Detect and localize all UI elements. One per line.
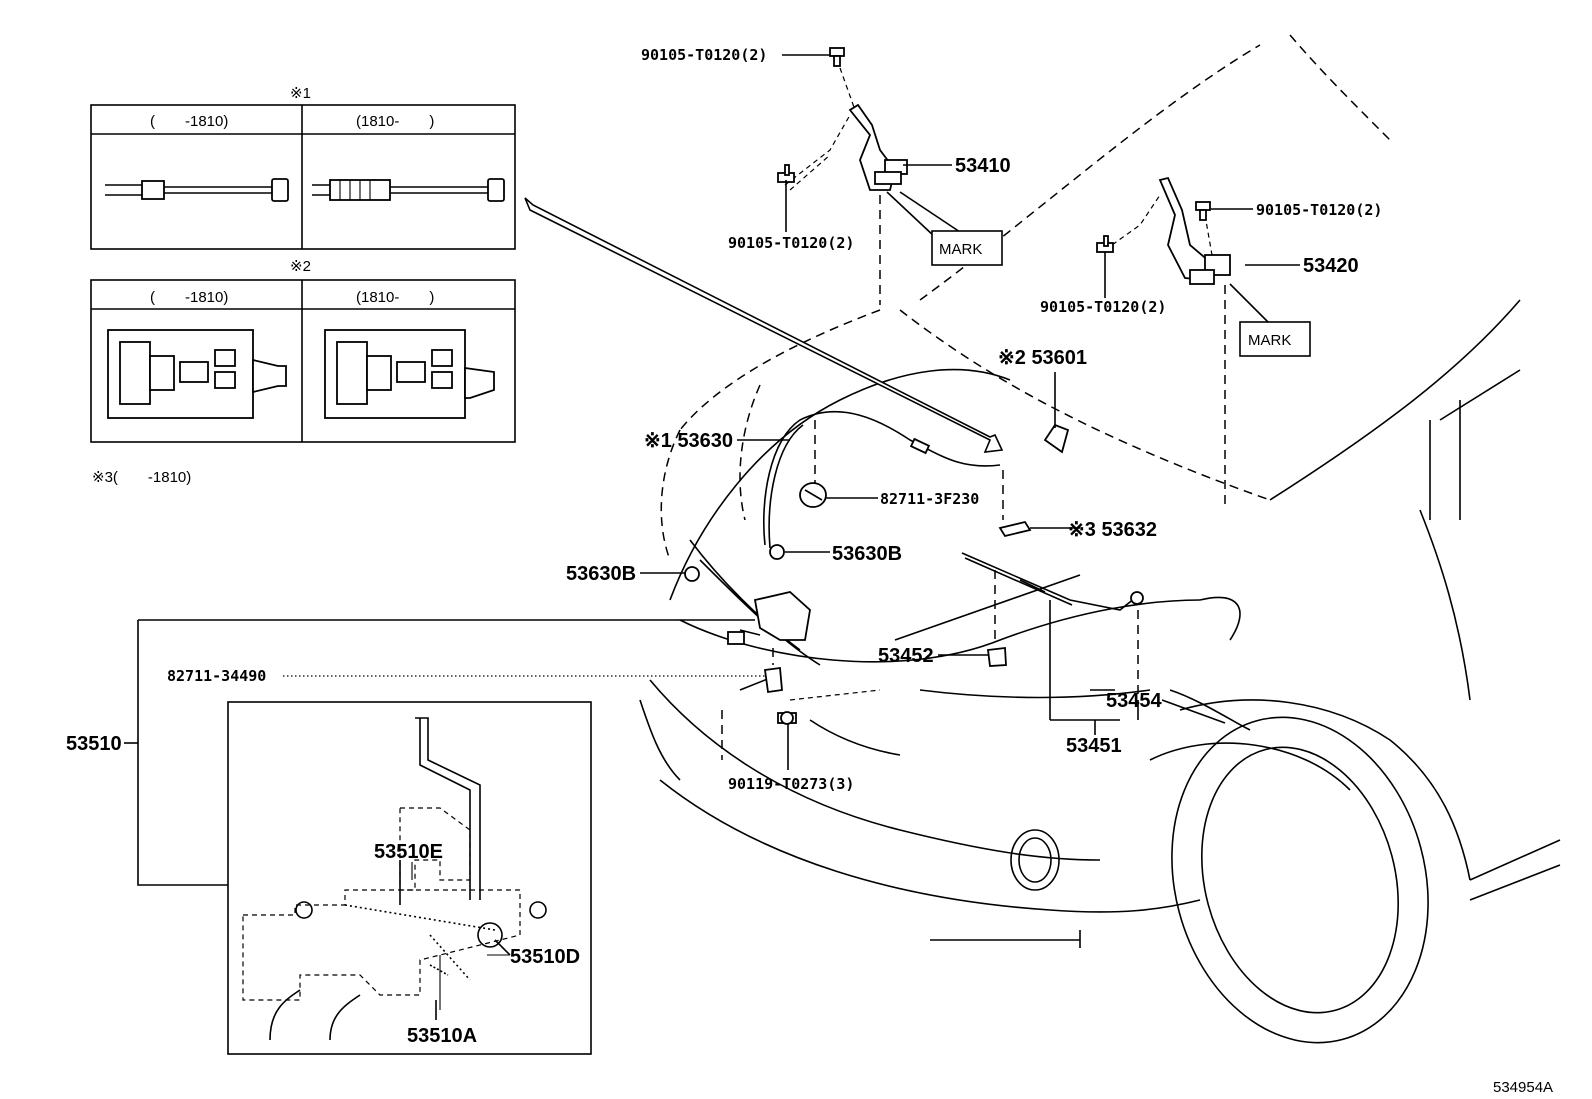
label-53410: 53410 xyxy=(955,155,1011,177)
grommet-53630B-icon xyxy=(684,544,785,582)
lock-detail-bracket xyxy=(124,619,765,886)
label-53630B-left: 53630B xyxy=(566,563,636,585)
label-53630: ※1 53630 xyxy=(644,430,733,452)
label-53451: 53451 xyxy=(1066,735,1122,757)
variant-table-2: ※2 ( -1810) (1810- ) xyxy=(90,258,516,443)
label-82711-34490: 82711-34490 xyxy=(167,667,266,685)
hood-lock-assembly xyxy=(721,591,881,760)
hood-support-rod-53451 xyxy=(961,552,1144,700)
leader-lines xyxy=(399,54,1300,1020)
variant-table-1: ※1 ( -1810) (1810- ) xyxy=(90,85,516,250)
label-53630B-right: 53630B xyxy=(832,543,902,565)
part-53601-icon xyxy=(1043,423,1070,454)
mark-label-2: MARK xyxy=(1248,332,1291,349)
note3-text: ※3( -1810) xyxy=(92,469,191,486)
note2-col-a: ( -1810) xyxy=(150,289,228,306)
hood-hinge-left xyxy=(784,67,908,305)
label-53454: 53454 xyxy=(1106,690,1162,712)
note2-col-b: (1810- ) xyxy=(356,289,434,306)
diagram-id: 534954A xyxy=(1493,1079,1553,1096)
label-82711-3F230: 82711-3F230 xyxy=(880,490,979,508)
label-53452: 53452 xyxy=(878,645,934,667)
label-53510A: 53510A xyxy=(407,1025,477,1047)
release-cable-53630 xyxy=(762,411,1001,549)
label-53510D: 53510D xyxy=(510,946,580,968)
clamp-53452-icon xyxy=(986,646,1007,667)
part-53632-icon xyxy=(998,470,1032,538)
label-90105-T0120-left: 90105-T0120(2) xyxy=(728,234,854,252)
label-90119-T0273: 90119-T0273(3) xyxy=(728,775,854,793)
label-53632: ※3 53632 xyxy=(1068,519,1157,541)
label-53420: 53420 xyxy=(1303,255,1359,277)
note1-col-a: ( -1810) xyxy=(150,113,228,130)
label-53601: ※2 53601 xyxy=(998,347,1087,369)
mark-box-1 xyxy=(931,230,1003,266)
lock-detail-inset xyxy=(227,701,592,1055)
clip-82711-3F230-icon xyxy=(799,420,827,508)
label-90105-T0120-right-top: 90105-T0120(2) xyxy=(1256,201,1382,219)
mark-box-2 xyxy=(1239,321,1311,357)
label-90105-T0120-right: 90105-T0120(2) xyxy=(1040,298,1166,316)
label-53510E: 53510E xyxy=(374,841,443,863)
label-53510: 53510 xyxy=(66,733,122,755)
vehicle-outline xyxy=(639,34,1561,1044)
detail-pointer-arrow xyxy=(524,197,1004,453)
mark-label-1: MARK xyxy=(939,241,982,258)
hood-hinge-right xyxy=(1104,176,1231,505)
note2-mark: ※2 xyxy=(290,258,311,275)
note1-col-b: (1810- ) xyxy=(356,113,434,130)
label-90105-T0120-top: 90105-T0120(2) xyxy=(641,46,767,64)
note1-mark: ※1 xyxy=(290,85,311,102)
bolt-icon xyxy=(777,47,1211,725)
